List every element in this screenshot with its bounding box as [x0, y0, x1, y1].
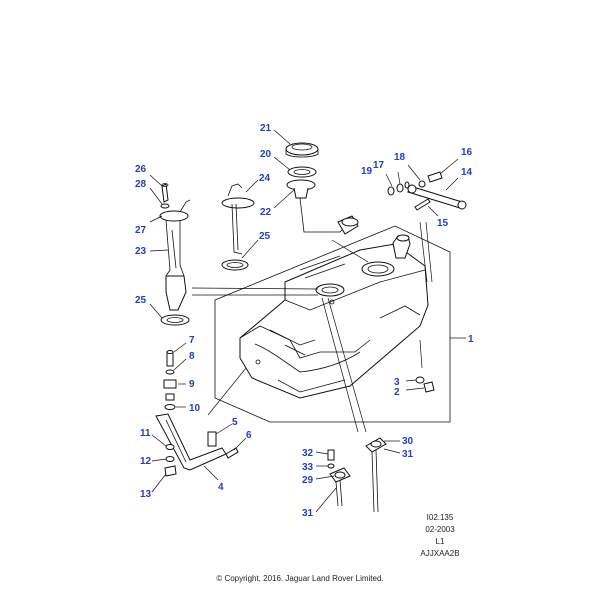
callout-23: 23: [135, 246, 147, 257]
callout-10: 10: [189, 403, 201, 414]
fuel-tank: [239, 234, 429, 399]
callout-18: 18: [394, 152, 406, 163]
diagram-code: AJJXAA2B: [420, 549, 460, 558]
callout-7: 7: [189, 335, 195, 346]
tank-frame: [214, 225, 451, 423]
callout-25-b: 25: [135, 295, 147, 306]
diagram-date: 02-2003: [425, 525, 455, 534]
callout-14: 14: [461, 167, 473, 178]
callout-27: 27: [135, 225, 147, 236]
copyright-notice: © Copyright, 2016. Jaguar Land Rover Lim…: [216, 574, 384, 583]
diagram-reference: I02.135: [426, 513, 454, 522]
vent-hardware: [327, 437, 387, 513]
callout-5: 5: [232, 417, 238, 428]
tank-bracket: [155, 413, 239, 477]
callout-30: 30: [402, 436, 414, 447]
callout-6: 6: [246, 430, 252, 441]
callout-9: 9: [189, 379, 195, 390]
callout-26: 26: [135, 164, 147, 175]
callout-28: 28: [135, 179, 147, 190]
callout-2: 2: [394, 387, 400, 398]
callout-25: 25: [259, 231, 271, 242]
callout-13: 13: [140, 489, 152, 500]
callout-22: 22: [260, 207, 272, 218]
callout-17: 17: [373, 160, 385, 171]
callout-8: 8: [189, 351, 195, 362]
callout-31: 31: [402, 449, 414, 460]
callout-1: 1: [468, 334, 474, 345]
callout-32: 32: [302, 448, 314, 459]
callout-19: 19: [361, 166, 373, 177]
mounting-hardware-left: [163, 350, 177, 410]
drain-plug: [415, 376, 435, 393]
callout-24: 24: [259, 173, 271, 184]
fuel-pickup-pipe: [221, 183, 255, 271]
callout-12: 12: [140, 456, 152, 467]
callout-15: 15: [437, 218, 449, 229]
fuel-pump-assembly: [159, 183, 191, 326]
callout-29: 29: [302, 475, 314, 486]
callout-33: 33: [302, 462, 314, 473]
callout-20: 20: [260, 149, 272, 160]
filler-hardware: [387, 171, 467, 211]
callout-4: 4: [218, 482, 224, 493]
callout-31-b: 31: [302, 508, 314, 519]
diagram-level: L1: [435, 537, 445, 546]
callout-11: 11: [140, 428, 151, 439]
callout-21: 21: [260, 123, 272, 134]
fuel-sender-unit: [285, 142, 359, 235]
callout-3: 3: [394, 377, 400, 388]
callout-16: 16: [461, 147, 473, 158]
